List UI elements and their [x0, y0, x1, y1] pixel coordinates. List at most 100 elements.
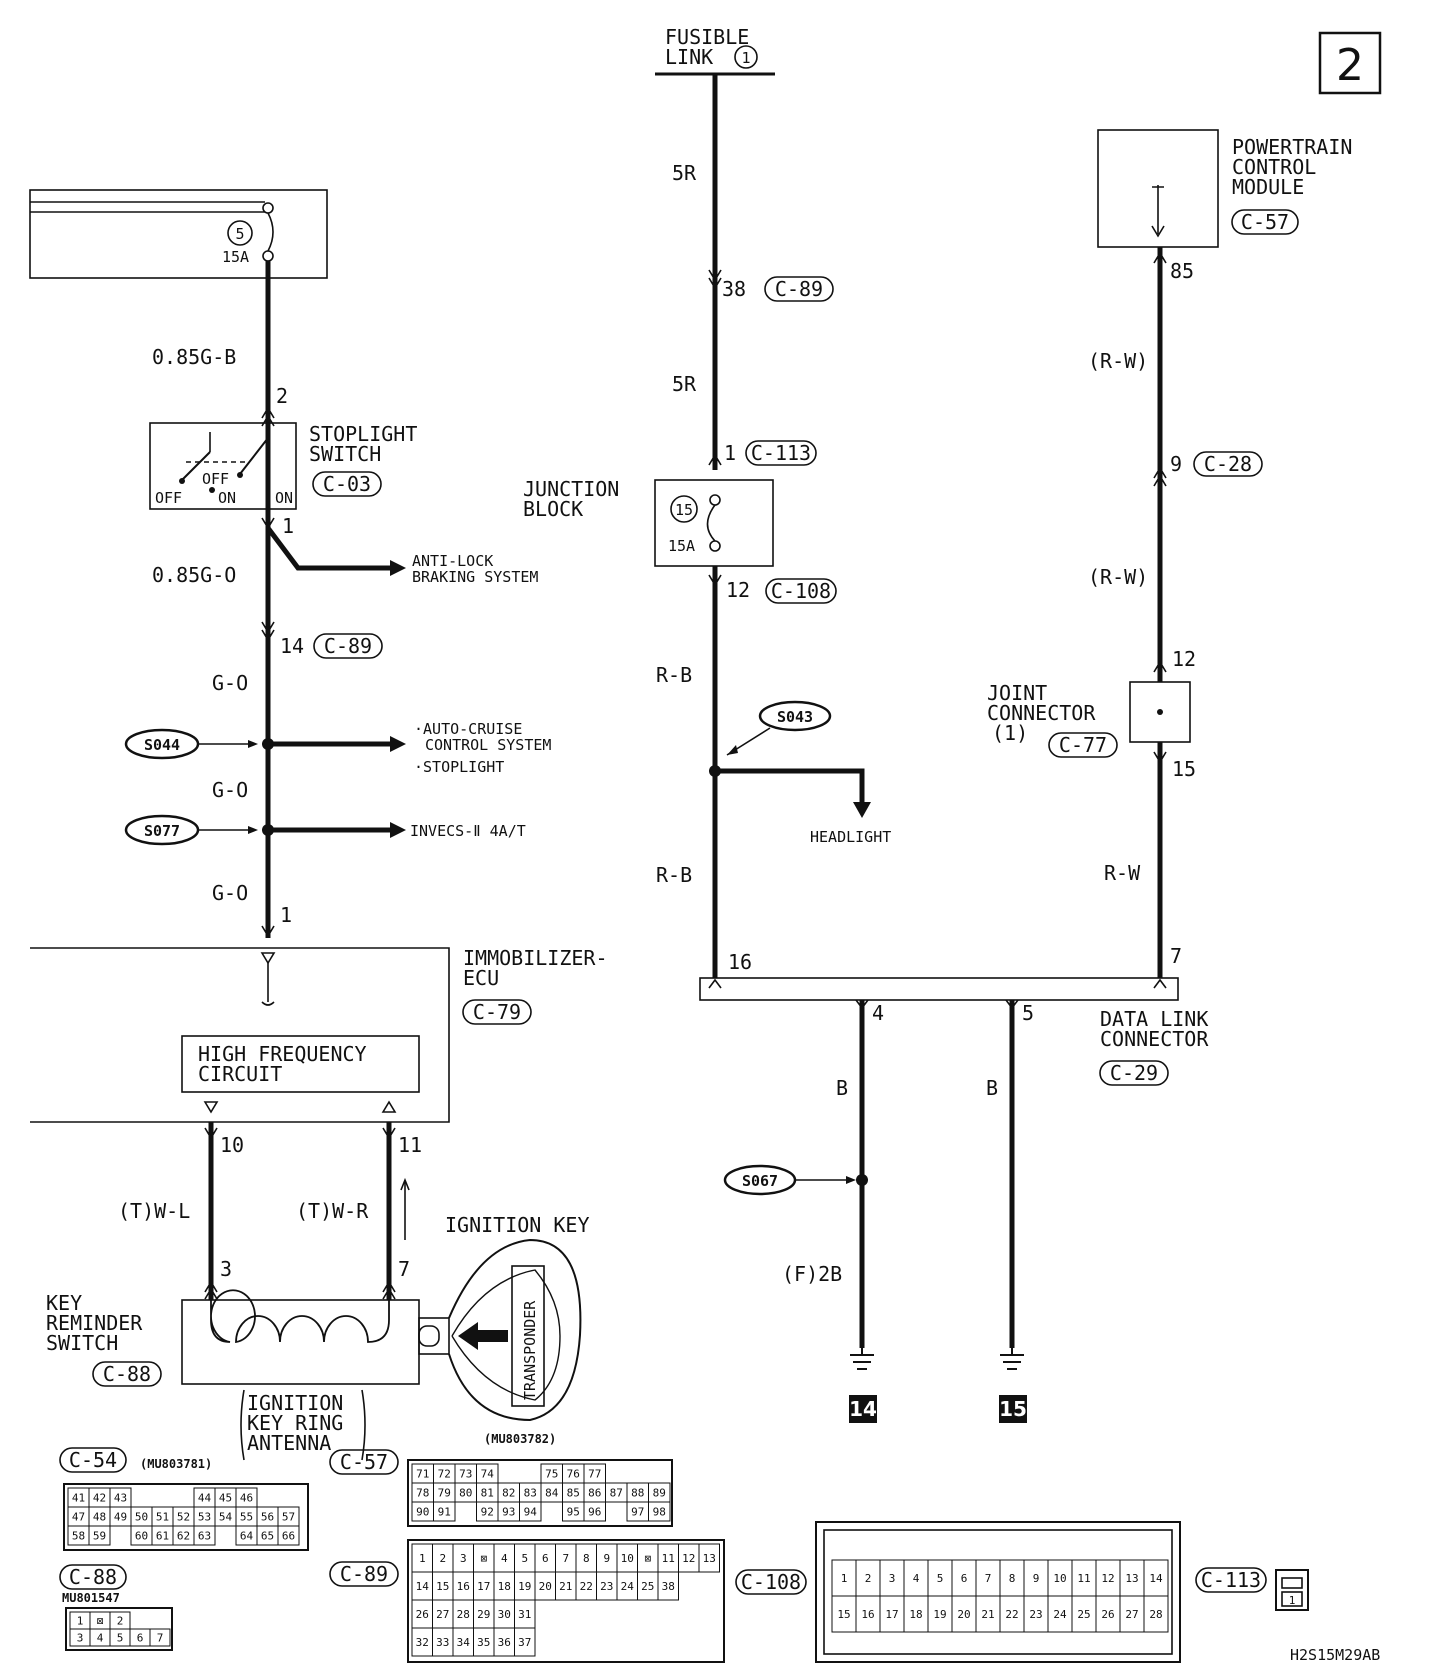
connector-c03: C-03 [323, 472, 371, 496]
connector-view-c113-outline [1275, 1569, 1309, 1611]
connector-pin-label: 54 [219, 1511, 233, 1524]
connector-pin-label: 63 [198, 1530, 211, 1543]
fuse15-number: 15 [675, 501, 693, 519]
connector-pin-label: 25 [641, 1580, 654, 1593]
hf-input-triangle [381, 1100, 397, 1113]
connector-view-c113-lock [1281, 1577, 1303, 1589]
connector-view-c108-inner [823, 1529, 1173, 1655]
antenna-line1: IGNITION [247, 1391, 343, 1415]
stoplight-line1: STOPLIGHT [309, 422, 417, 446]
connector-pin-label: 13 [1125, 1572, 1138, 1585]
connector-pin-label: 7 [985, 1572, 992, 1585]
wire-label-g-o-2: G-O [212, 778, 248, 802]
stoplight-switch-contact-a [179, 478, 185, 484]
connector-pin-cell [657, 1571, 679, 1601]
connector-pin-label: 88 [631, 1487, 644, 1500]
connector-pin-label: 18 [498, 1580, 511, 1593]
connector-pin-label: 6 [542, 1552, 549, 1565]
antenna-coil [210, 1289, 390, 1344]
pin-c113-1: 1 [724, 441, 736, 465]
immobilizer-input-triangle [260, 952, 276, 965]
connector-arrow-c113 [708, 453, 722, 466]
key-reminder-line2: REMINDER [46, 1311, 143, 1335]
key-reminder-pin7-arrow [382, 1280, 396, 1300]
fuse5-terminal-bottom [262, 250, 274, 262]
connector-pin-label: 34 [457, 1636, 471, 1649]
wire-label-r-b-top: R-B [656, 663, 692, 687]
connector-pin-label: 3 [460, 1552, 467, 1565]
connector-pin-cell [698, 1543, 720, 1573]
connector-view-c57-part: (MU803782) [484, 1432, 556, 1446]
splice-pointer-s044-head [248, 740, 258, 748]
antenna-bracket-right [361, 1389, 366, 1461]
connector-tag-c77 [1048, 732, 1118, 758]
connector-pin-label: 94 [524, 1506, 538, 1519]
connector-view-c57-label: C-57 [340, 1450, 388, 1474]
connector-pin-label: 20 [539, 1580, 552, 1593]
key-insert-arrow [458, 1322, 508, 1350]
connector-tag-c113 [745, 440, 817, 466]
splice-pointer-s077-head [248, 826, 258, 834]
powertrain-line3: MODULE [1232, 175, 1304, 199]
connector-pin-label: 3 [889, 1572, 896, 1585]
connector-pin-label: 84 [545, 1487, 559, 1500]
connector-view-c54-part: (MU803781) [140, 1457, 212, 1471]
ground-box-14 [849, 1395, 877, 1423]
connector-c28: C-28 [1204, 452, 1252, 476]
fuse15-element [706, 504, 716, 542]
connector-pin-label: 2 [865, 1572, 872, 1585]
connector-arrow-c89-14 [261, 621, 275, 642]
connector-pin-label: 4 [501, 1552, 508, 1565]
key-reminder-line3: SWITCH [46, 1331, 118, 1355]
connector-pin-label: 17 [477, 1580, 490, 1593]
destination-stoplight: ·STOPLIGHT [414, 758, 504, 776]
connector-arrow-c77-15 [1153, 751, 1167, 764]
joint-connector-line3: (1) [992, 721, 1028, 745]
connector-pin-cell [519, 1501, 542, 1522]
connector-view-c89-outline [407, 1539, 725, 1663]
connector-tag-c79 [462, 999, 532, 1025]
fuse5-number-circle [227, 220, 253, 246]
connector-tag-c89-14 [313, 633, 383, 659]
fuse5-number: 5 [235, 225, 244, 243]
immobilizer-line1: IMMOBILIZER- [463, 946, 608, 970]
hf-output-triangle [203, 1101, 219, 1114]
connector-pin-label: 31 [518, 1608, 531, 1621]
wire-label-tw-l: (T)W-L [118, 1199, 190, 1223]
connector-pin-label: 66 [282, 1530, 295, 1543]
key-reminder-pin3-arrow [204, 1280, 218, 1300]
connector-c79: C-79 [473, 1000, 521, 1024]
key-reminder-line1: KEY [46, 1291, 82, 1315]
connector-pin-label: 93 [502, 1506, 515, 1519]
connector-pin-label: 20 [957, 1608, 970, 1621]
wire-label-b-4: B [836, 1076, 848, 1100]
connector-c77: C-77 [1059, 733, 1107, 757]
connector-view-c57-outline [407, 1459, 673, 1527]
connector-pin-label: 22 [580, 1580, 593, 1593]
connector-pin-cell [88, 1525, 111, 1546]
connector-pin-label: 36 [498, 1636, 511, 1649]
connector-view-c54-outline [63, 1483, 309, 1551]
data-link-line2: CONNECTOR [1100, 1027, 1209, 1051]
connector-pin-label: 62 [177, 1530, 190, 1543]
connector-arrow-c57-85 [1153, 251, 1167, 264]
connector-pin-label: 5 [117, 1632, 124, 1645]
stoplight-off-left: OFF [155, 489, 182, 507]
fuse-box-panel [29, 189, 328, 279]
connector-tag-c29 [1099, 1060, 1169, 1086]
connector-pin-label: 57 [282, 1511, 295, 1524]
connector-pin-label: 45 [219, 1492, 232, 1505]
connector-view-c113-pin: 1 [1289, 1594, 1296, 1607]
connector-view-tag-c57 [329, 1449, 399, 1475]
connector-pin-label: 1 [841, 1572, 848, 1585]
connector-pin-label: 27 [1125, 1608, 1138, 1621]
connector-pin-label: 25 [1077, 1608, 1090, 1621]
stoplight-switch-contact-b [209, 487, 215, 493]
drawing-code: H2S15M29AB [1290, 1646, 1380, 1664]
connector-pin-label: 55 [240, 1511, 253, 1524]
fusible-link-number: 1 [741, 49, 750, 67]
fusible-link-number-circle [734, 45, 758, 69]
connector-pin-label: 10 [621, 1552, 634, 1565]
